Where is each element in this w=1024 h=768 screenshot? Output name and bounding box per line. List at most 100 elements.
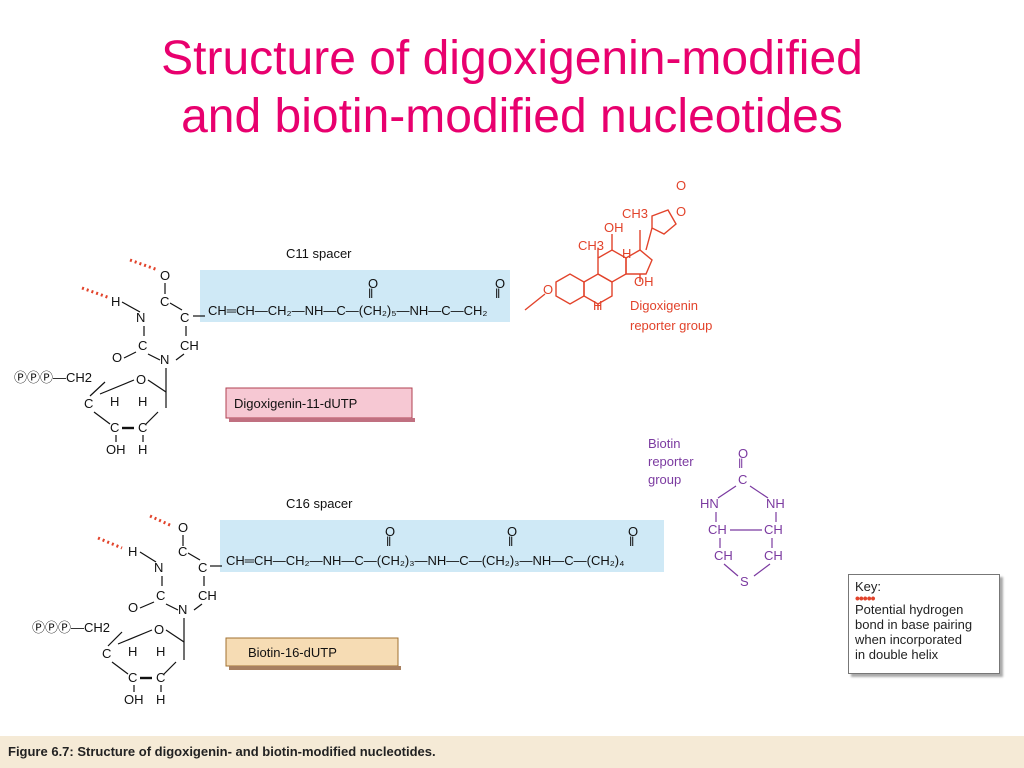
figure-panel: C11 spacer O H C C N C CH O N ⓅⓅ bbox=[0, 170, 1024, 768]
sugar2-c-right: C bbox=[156, 670, 165, 685]
uracil2-c-upper: C bbox=[178, 544, 187, 559]
biotin-reporter-label-line1: Biotin bbox=[648, 436, 681, 451]
uracil2-o-top: O bbox=[178, 520, 188, 535]
digoxigenin-linker-o: O bbox=[543, 282, 553, 297]
biotin-label-box bbox=[225, 637, 399, 667]
biotin-nucleotide: C16 spacer O H C C N C CH O N ⓅⓅⓅ—CH2 bbox=[32, 436, 785, 707]
sugar-c-right: C bbox=[138, 420, 147, 435]
digoxigenin-nucleotide: C11 spacer O H C C N C CH O N ⓅⓅ bbox=[14, 178, 712, 457]
uracil-c-side: C bbox=[180, 310, 189, 325]
sugar-h-bottom: H bbox=[138, 442, 147, 457]
digoxigenin-chain: CH═CH—CH₂—NH—C—(CH₂)₅—NH—C—CH₂ bbox=[208, 303, 487, 318]
biotin-carbonyl-o3: O bbox=[628, 524, 638, 539]
biotin-reporter-label-line3: group bbox=[648, 472, 681, 487]
biotin-reporter-structure: Biotin reporter group O ‖ C HN NH CH CH … bbox=[648, 436, 785, 589]
uracil2-o-bottom: O bbox=[128, 600, 138, 615]
key-line1: Potential hydrogen bbox=[855, 602, 964, 617]
biotin-ring-ch-left2: CH bbox=[714, 548, 733, 563]
c11-spacer-label: C11 spacer bbox=[286, 246, 352, 261]
hbond-dots-top bbox=[129, 258, 159, 272]
uracil-c-lower: C bbox=[138, 338, 147, 353]
biotin-carbonyl-bond2: ‖ bbox=[508, 534, 513, 549]
sugar2-h-left: H bbox=[128, 644, 137, 659]
uracil2-ch: CH bbox=[198, 588, 217, 603]
uracil2-n: N bbox=[154, 560, 163, 575]
sugar-oh: OH bbox=[106, 442, 126, 457]
sugar-c: C bbox=[84, 396, 93, 411]
sugar-h-right: H bbox=[138, 394, 147, 409]
hbond-dots-mid-2 bbox=[97, 536, 123, 550]
biotin-ring-ch-right: CH bbox=[764, 522, 783, 537]
uracil-h: H bbox=[111, 294, 120, 309]
digoxigenin-carbonyl-bond2: ‖ bbox=[495, 286, 500, 301]
digoxigenin-lactone-o: O bbox=[676, 178, 686, 193]
biotin-ring-nh: NH bbox=[766, 496, 785, 511]
sugar2-ppp: ⓅⓅⓅ—CH2 bbox=[32, 620, 110, 635]
c11-spacer-band bbox=[200, 270, 510, 322]
digoxigenin-label-shadow bbox=[229, 418, 415, 422]
sugar-c-left: C bbox=[110, 420, 119, 435]
biotin-reporter-label-line2: reporter bbox=[648, 454, 694, 469]
biotin-ring-ch-left: CH bbox=[708, 522, 727, 537]
biotin-ring-hn: HN bbox=[700, 496, 719, 511]
digoxigenin-carbonyl-o2: O bbox=[495, 276, 505, 291]
caption-text: Structure of digoxigenin- and biotin-mod… bbox=[77, 744, 436, 759]
uracil2-h: H bbox=[128, 544, 137, 559]
hbond-dots-mid bbox=[81, 286, 111, 300]
uracil2-c-side: C bbox=[198, 560, 207, 575]
key-title: Key: bbox=[855, 579, 882, 594]
digoxigenin-reporter-label-line2: reporter group bbox=[630, 318, 712, 333]
key-dots-icon: ••••• bbox=[855, 590, 876, 606]
digoxigenin-carbonyl-o1: O bbox=[368, 276, 378, 291]
hbond-dots-top-2 bbox=[149, 514, 173, 528]
digoxigenin-reporter-structure: O O O CH3 OH CH3 H OH H Digox bbox=[524, 178, 712, 333]
sugar-ppp: ⓅⓅⓅ—CH2 bbox=[14, 370, 92, 385]
slide-title-line1: Structure of digoxigenin-modified bbox=[161, 32, 863, 85]
digoxigenin-ch3-mid: CH3 bbox=[578, 238, 604, 253]
biotin-ring-c: C bbox=[738, 472, 747, 487]
key-box: Key: ••••• Potential hydrogen bond in ba… bbox=[848, 574, 1000, 674]
digoxigenin-oh-top: OH bbox=[604, 220, 624, 235]
biotin-carbonyl-bond3: ‖ bbox=[629, 534, 634, 549]
caption-bar: Figure 6.7: Structure of digoxigenin- an… bbox=[0, 736, 1024, 768]
biotin-ring-ch-right2: CH bbox=[764, 548, 783, 563]
digoxigenin-reporter-label-line1: Digoxigenin bbox=[630, 298, 698, 313]
sugar2-h-right: H bbox=[156, 644, 165, 659]
sugar2-o-ring: O bbox=[154, 622, 164, 637]
digoxigenin-oh-bottom: OH bbox=[634, 274, 654, 289]
digoxigenin-dutp-label: Digoxigenin-11-dUTP bbox=[234, 396, 357, 411]
digoxigenin-ch3-top: CH3 bbox=[622, 206, 648, 221]
sugar2-c-left: C bbox=[128, 670, 137, 685]
digoxigenin-label-box bbox=[225, 387, 413, 419]
sugar2-c: C bbox=[102, 646, 111, 661]
uracil2-n-bottom: N bbox=[178, 602, 187, 617]
biotin-ring-s: S bbox=[740, 574, 749, 589]
uracil-n-bottom: N bbox=[160, 352, 169, 367]
key-line3: when incorporated bbox=[855, 632, 962, 647]
digoxigenin-ring-o: O bbox=[676, 204, 686, 219]
digoxigenin-h-mid: H bbox=[622, 246, 631, 261]
uracil-ch: CH bbox=[180, 338, 199, 353]
uracil-o-top: O bbox=[160, 268, 170, 283]
sugar-h-left: H bbox=[110, 394, 119, 409]
biotin-carbonyl-o2: O bbox=[507, 524, 517, 539]
c16-spacer-band bbox=[220, 520, 664, 572]
digoxigenin-carbonyl-bond1: ‖ bbox=[368, 286, 373, 301]
slide-title: Structure of digoxigenin-modified and bi… bbox=[0, 30, 1024, 146]
key-line2: bond in base pairing bbox=[855, 617, 973, 632]
sugar2-h-bottom: H bbox=[156, 692, 165, 707]
uracil-o-bottom: O bbox=[112, 350, 122, 365]
uracil-c-upper: C bbox=[160, 294, 169, 309]
biotin-dutp-label: Biotin-16-dUTP bbox=[248, 645, 337, 660]
chemical-structures-diagram: C11 spacer O H C C N C CH O N ⓅⓅ bbox=[14, 178, 785, 707]
biotin-carbonyl-bond1: ‖ bbox=[386, 534, 391, 549]
figure-caption: Figure 6.7: Structure of digoxigenin- an… bbox=[8, 744, 436, 759]
sugar-o-ring: O bbox=[136, 372, 146, 387]
digoxigenin-h-bottom: H bbox=[593, 298, 602, 313]
biotin-carbonyl-o1: O bbox=[385, 524, 395, 539]
uracil2-c-lower: C bbox=[156, 588, 165, 603]
slide-title-line2: and biotin-modified nucleotides bbox=[181, 90, 843, 143]
uracil-n: N bbox=[136, 310, 145, 325]
key-line4: in double helix bbox=[855, 647, 939, 662]
biotin-ring-o-bond: ‖ bbox=[738, 456, 743, 471]
